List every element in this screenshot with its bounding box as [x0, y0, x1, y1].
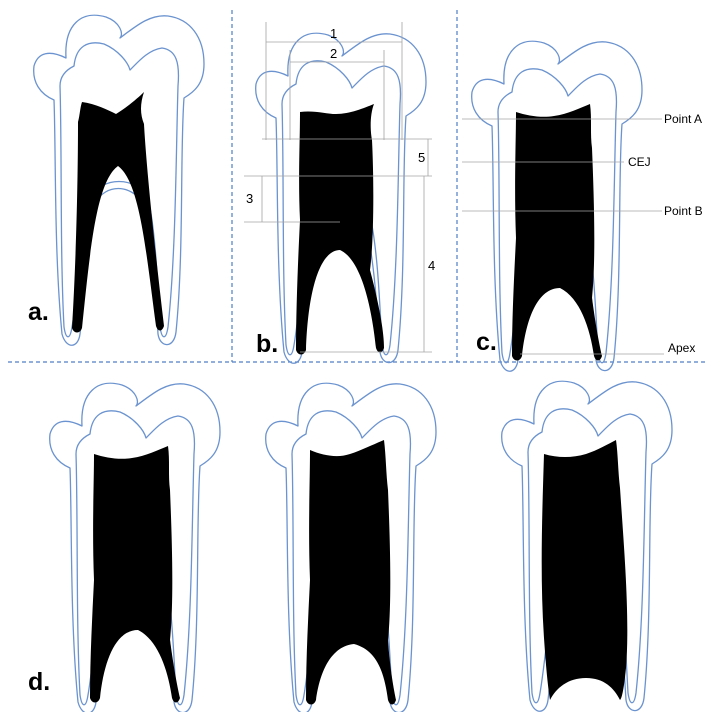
measure-label-5: 5	[418, 150, 425, 165]
tooth-c	[472, 41, 642, 371]
measure-label-1: 1	[330, 26, 337, 41]
panel-label-b: b.	[256, 330, 278, 358]
tooth-a	[34, 15, 204, 345]
landmark-point-a: Point A	[664, 112, 702, 126]
panel-label-d: d.	[28, 668, 50, 696]
tooth-b	[256, 33, 426, 363]
tooth-d-3	[502, 381, 672, 711]
tooth-d-2	[266, 383, 436, 712]
panel-label-c: c.	[476, 328, 497, 356]
measure-label-2: 2	[330, 46, 337, 61]
landmark-apex: Apex	[668, 341, 695, 355]
landmark-point-b: Point B	[664, 204, 703, 218]
measure-label-4: 4	[428, 258, 435, 273]
measure-label-3: 3	[246, 191, 253, 206]
landmark-cej: CEJ	[628, 155, 651, 169]
panel-label-a: a.	[28, 298, 49, 326]
tooth-d-1	[50, 383, 220, 712]
